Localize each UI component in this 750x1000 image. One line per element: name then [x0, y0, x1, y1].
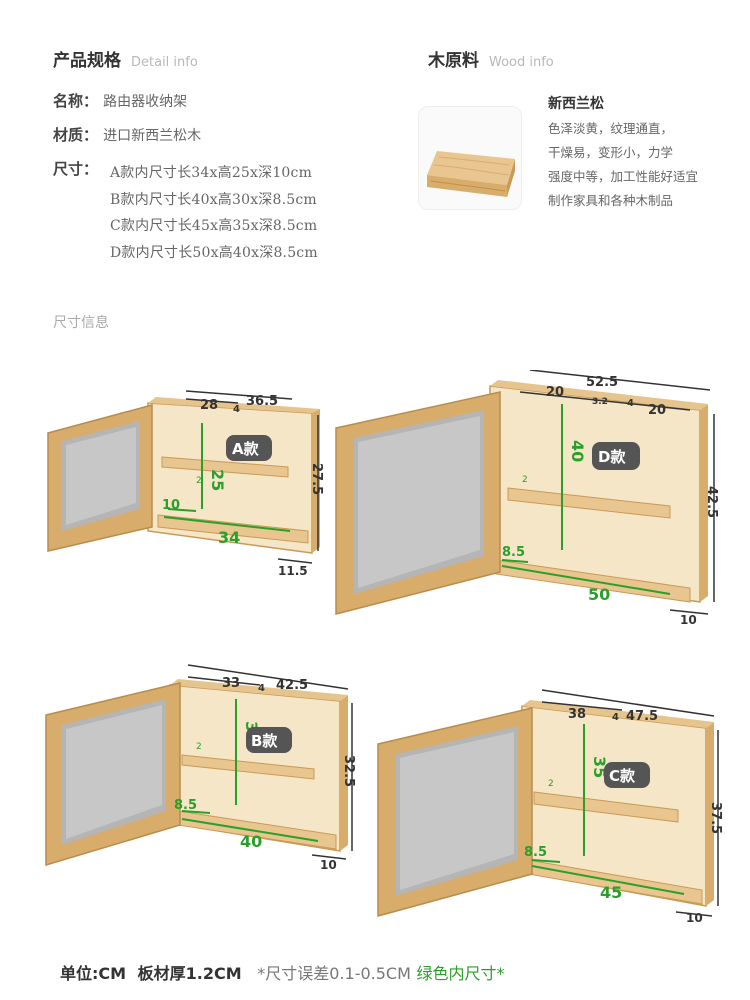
spec-name-row: 名称： 路由器收纳架 — [53, 90, 187, 111]
wood-description: 色泽淡黄，纹理通直， 干燥易，变形小，力学 强度中等，加工性能好适宜 制作家具和… — [548, 117, 698, 213]
size-section-title: 尺寸信息 — [53, 315, 109, 331]
product-a-w-inner-left: 28 — [200, 398, 218, 413]
footer-green-note: 绿色内尺寸* — [416, 964, 505, 983]
product-d-w-right: 20 — [648, 403, 666, 418]
product-b-small: 2 — [196, 742, 202, 752]
product-b-w-small: 4 — [258, 683, 265, 694]
product-c-diagram: 38 4 47.5 35 37.5 8.5 45 10 2 C款 — [377, 689, 723, 925]
product-b-depth: 10 — [320, 858, 337, 872]
wood-plank-icon — [427, 151, 515, 197]
spec-size-label: 尺寸： — [53, 160, 99, 178]
detail-title: 产品规格 — [53, 51, 121, 71]
product-d-w-mid: 3.2 — [592, 397, 608, 407]
product-a-small: 2 — [196, 476, 202, 486]
product-b-w-inner-left: 33 — [222, 676, 240, 691]
footer-tolerance: *尺寸误差0.1-0.5CM — [257, 964, 411, 983]
wood-line-3: 强度中等，加工性能好适宜 — [548, 169, 699, 184]
spec-size-row: 尺寸： — [53, 158, 98, 179]
spec-size-b: B款内尺寸长40x高30x深8.5cm — [110, 191, 317, 208]
product-b-w-outer: 42.5 — [276, 678, 308, 693]
wood-line-4: 制作家具和各种木制品 — [548, 193, 674, 208]
wood-subtitle: Wood info — [489, 55, 554, 70]
product-b-badge: B款 — [251, 732, 278, 750]
product-d-diagram: 52.5 20 3.2 4 20 40 42.5 8.5 50 10 2 D款 — [335, 370, 719, 627]
spec-name-label: 名称： — [53, 92, 99, 110]
product-d-w-outer: 52.5 — [586, 375, 618, 390]
product-c-w-outer: 47.5 — [626, 709, 658, 724]
wood-name: 新西兰松 — [548, 96, 604, 112]
product-a-diagram: 28 4 36.5 25 27.5 10 34 11.5 2 A款 — [47, 390, 324, 578]
product-a-w-small: 4 — [233, 404, 240, 415]
wood-title: 木原料 — [428, 51, 479, 71]
product-b-width-inner: 40 — [240, 832, 262, 851]
product-a-w-outer: 36.5 — [246, 394, 278, 409]
product-c-badge: C款 — [609, 767, 636, 785]
footer-unit: 单位:CM — [60, 964, 127, 983]
spec-name-value: 路由器收纳架 — [103, 94, 188, 110]
spec-size-list: A款内尺寸长34x高25x深10cm B款内尺寸长40x高30x深8.5cm C… — [110, 160, 318, 266]
product-d-width-inner: 50 — [588, 585, 610, 604]
product-c-small: 2 — [548, 779, 554, 789]
product-b-shelf: 8.5 — [174, 798, 197, 813]
wood-line-2: 干燥易，变形小，力学 — [548, 145, 674, 160]
product-a-depth: 11.5 — [278, 564, 308, 578]
product-d-height-inner: 40 — [568, 440, 587, 462]
product-a-badge: A款 — [232, 440, 260, 458]
footer-note: 单位:CM 板材厚1.2CM *尺寸误差0.1-0.5CM 绿色内尺寸* — [60, 960, 505, 984]
product-c-w-inner-left: 38 — [568, 707, 586, 722]
product-c-width-inner: 45 — [600, 883, 622, 902]
product-c-depth: 10 — [686, 911, 703, 925]
footer-thickness: 板材厚1.2CM — [137, 964, 242, 983]
wood-line-1: 色泽淡黄，纹理通直， — [548, 121, 674, 136]
product-d-height-outer: 42.5 — [704, 486, 719, 518]
spec-material-value: 进口新西兰松木 — [103, 128, 202, 144]
product-c-w-small: 4 — [612, 712, 619, 723]
product-a-height-outer: 27.5 — [309, 463, 324, 495]
product-d-shelf: 8.5 — [502, 545, 525, 560]
spec-size-a: A款内尺寸长34x高25x深10cm — [110, 165, 313, 181]
product-b-diagram: 33 4 42.5 30 32.5 8.5 40 10 2 B款 — [45, 664, 356, 872]
product-c-height-outer: 37.5 — [708, 802, 723, 834]
spec-size-c: C款内尺寸长45x高35x深8.5cm — [110, 218, 318, 234]
product-d-depth: 10 — [680, 613, 697, 627]
product-d-w-small: 4 — [627, 398, 634, 409]
spec-material-label: 材质： — [53, 126, 99, 144]
product-d-badge: D款 — [598, 448, 626, 466]
detail-subtitle: Detail info — [131, 55, 198, 70]
product-b-height-outer: 32.5 — [341, 755, 356, 787]
product-a-width-inner: 34 — [218, 528, 240, 547]
product-d-w-left: 20 — [546, 385, 564, 400]
product-c-shelf: 8.5 — [524, 845, 547, 860]
spec-size-d: D款内尺寸长50x高40x深8.5cm — [110, 244, 318, 261]
product-d-small: 2 — [522, 475, 528, 485]
wood-sample-image — [418, 106, 522, 210]
detail-header: 产品规格 Detail info — [53, 46, 198, 71]
wood-header: 木原料 Wood info — [428, 46, 554, 71]
product-a-shelf: 10 — [162, 498, 180, 513]
spec-material-row: 材质： 进口新西兰松木 — [53, 124, 201, 145]
product-a-height-inner: 25 — [208, 469, 227, 491]
